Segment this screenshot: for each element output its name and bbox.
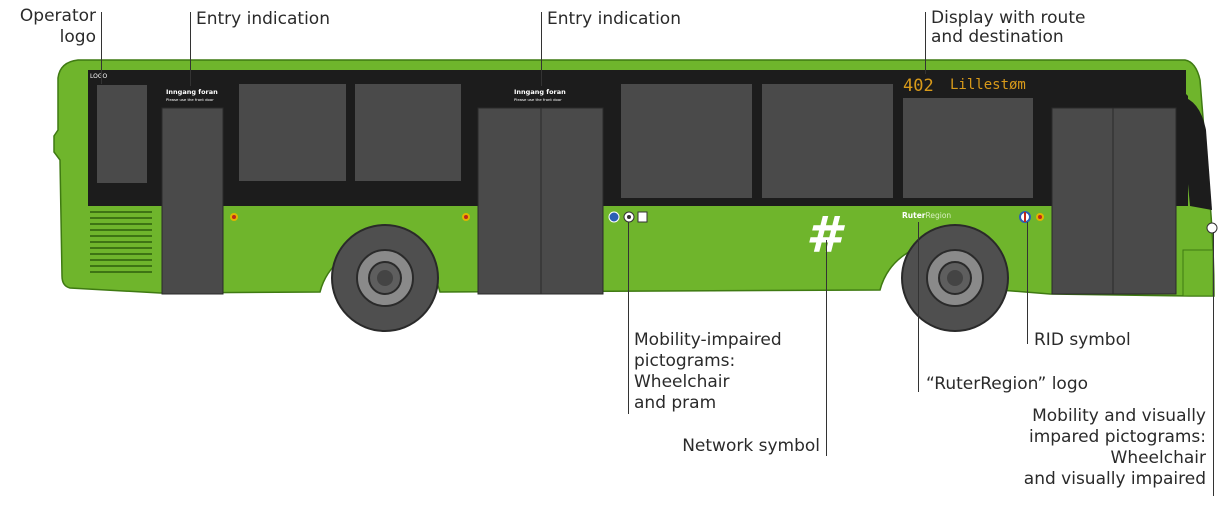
leader-operator-logo: [101, 12, 102, 84]
label-entry-indication-1: Entry indication: [196, 9, 330, 29]
door-middle-right: [540, 107, 604, 295]
bumper-front: [1182, 249, 1214, 297]
leader-mobility-impaired: [628, 222, 629, 414]
door-middle-left: [477, 107, 542, 295]
label-network-symbol: Network symbol: [682, 436, 820, 456]
leader-ruter-region: [918, 222, 919, 392]
entry-sign-rear-sub: Please use the front door: [166, 97, 214, 102]
windshield: [1180, 96, 1212, 210]
window-2: [239, 84, 346, 181]
leader-entry-2: [541, 12, 542, 86]
label-ruter-region-logo: “RuterRegion” logo: [926, 374, 1089, 394]
leader-entry-1: [190, 12, 191, 86]
operator-logo-text: LOGO: [90, 73, 108, 80]
leader-front-pictograms: [1213, 232, 1214, 496]
entry-sign-middle: Inngang foran: [514, 88, 566, 96]
rear-wheel: [331, 224, 439, 332]
ruter-word: Ruter: [902, 211, 926, 220]
mobility-pictograms: [608, 211, 648, 223]
label-entry-indication-2: Entry indication: [547, 9, 681, 29]
door-rear: [161, 107, 224, 295]
region-word: Region: [926, 211, 952, 220]
ruter-region-logo: RuterRegion: [902, 211, 951, 220]
route-destination: Lillestøm: [950, 77, 1026, 93]
indicator-lights: [230, 213, 1044, 221]
rid-symbol: [1019, 211, 1031, 223]
window-3: [355, 84, 461, 181]
leader-display: [925, 12, 926, 74]
entry-sign-rear: Inngang foran: [166, 88, 218, 96]
window-5: [762, 84, 893, 198]
window-1: [97, 85, 147, 183]
route-number: 402: [903, 76, 934, 96]
leader-network: [826, 240, 827, 456]
network-symbol: #: [806, 206, 845, 264]
window-6: [903, 98, 1033, 198]
entry-sign-middle-sub: Please use the front door: [514, 97, 562, 102]
leader-rid: [1027, 222, 1028, 344]
door-front-left: [1051, 107, 1114, 295]
label-rid-symbol: RID symbol: [1034, 330, 1131, 350]
window-4: [621, 84, 752, 198]
front-wheel: [901, 224, 1009, 332]
front-pictogram: [1206, 222, 1218, 234]
door-front-right: [1112, 107, 1177, 295]
rear-grille: [90, 211, 152, 273]
